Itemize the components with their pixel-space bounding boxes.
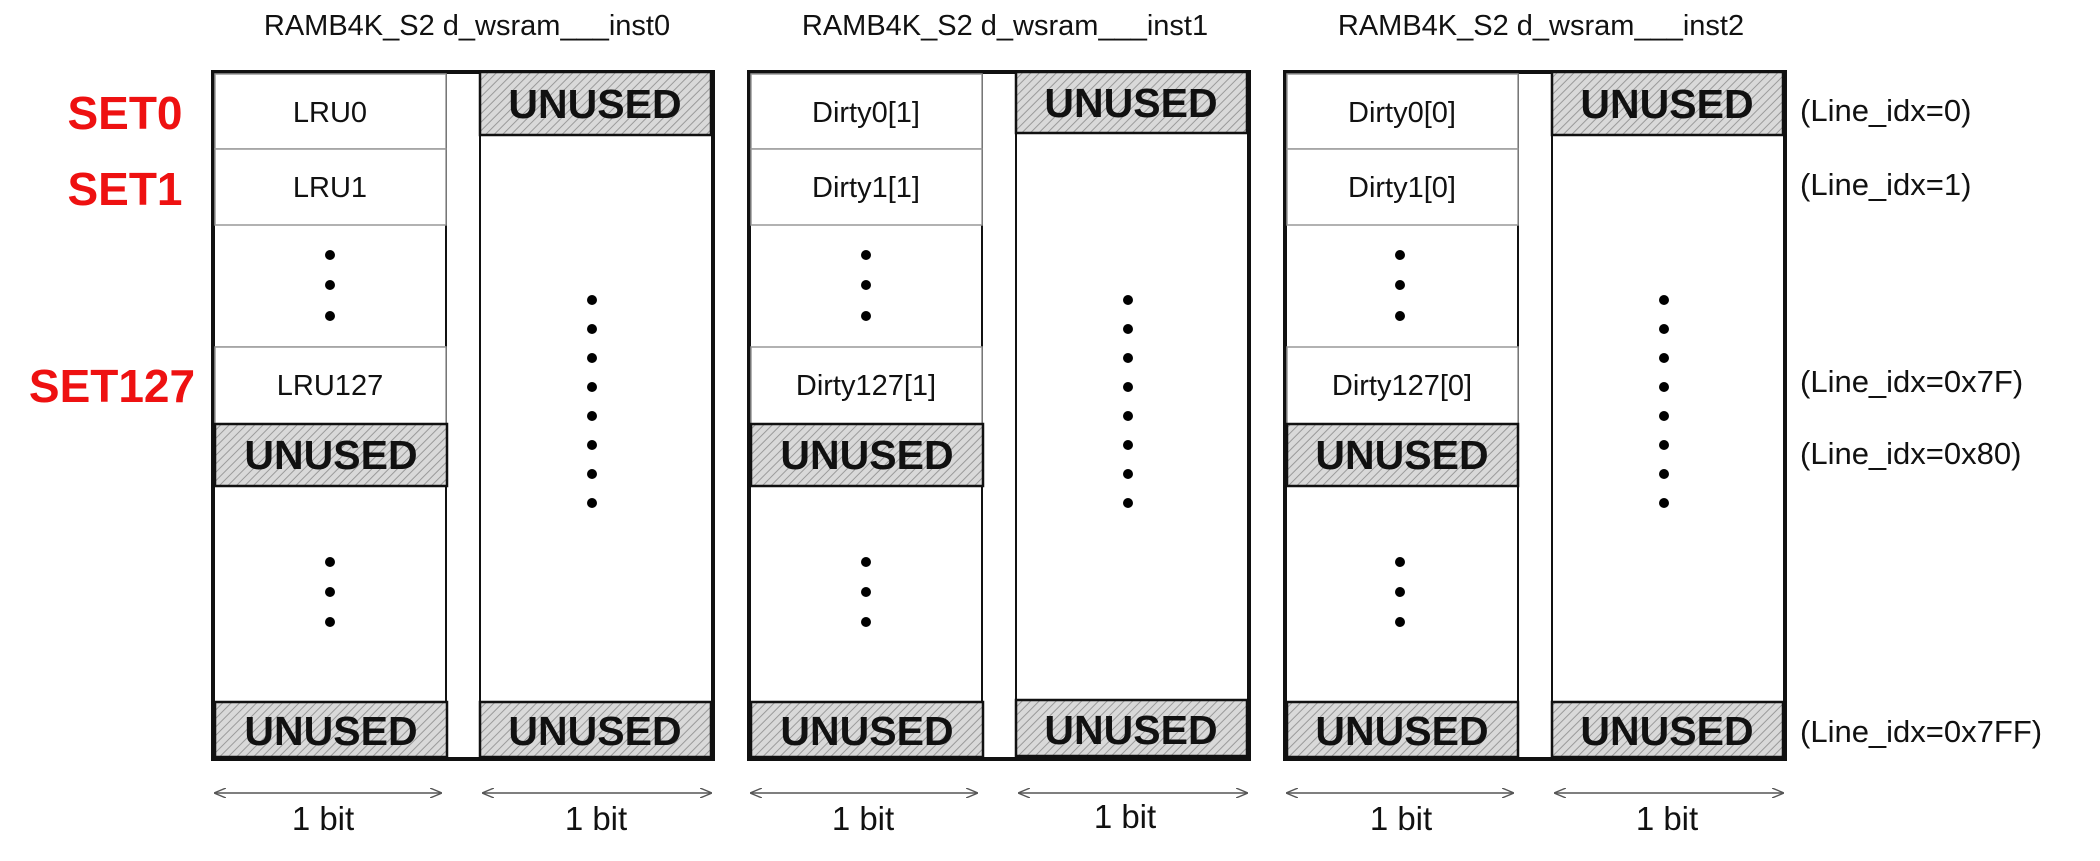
unused-label: UNUSED	[508, 81, 681, 127]
line-idx-1: (Line_idx=1)	[1800, 167, 1971, 202]
ellipsis-lower	[861, 557, 871, 627]
unused-label: UNUSED	[244, 708, 417, 754]
unused-block	[749, 422, 985, 488]
unused-block	[1285, 700, 1520, 759]
line-idx-80: (Line_idx=0x80)	[1800, 436, 2021, 471]
ellipsis-upper	[325, 250, 335, 321]
entry-cell	[750, 346, 983, 425]
entry-cell	[1286, 148, 1519, 226]
bit-label: 1 bit	[1370, 800, 1432, 837]
unused-block	[1014, 70, 1249, 135]
entry-label-127: Dirty127[0]	[1332, 370, 1472, 402]
unused-block	[1285, 422, 1520, 488]
line-idx-0: (Line_idx=0)	[1800, 93, 1971, 128]
line-idx-7ff: (Line_idx=0x7FF)	[1800, 714, 2042, 749]
left-column: LRU0 LRU1 LRU127 UNUSED UNUSED	[213, 73, 449, 759]
line-idx-7f: (Line_idx=0x7F)	[1800, 364, 2023, 399]
bit-label: 1 bit	[565, 800, 627, 837]
set-label-1: SET1	[67, 163, 182, 215]
unused-block	[213, 422, 449, 488]
entry-cell	[750, 73, 983, 150]
right-column: UNUSED UNUSED	[1014, 70, 1249, 758]
bit-label: 1 bit	[292, 800, 354, 837]
unused-label: UNUSED	[1044, 80, 1217, 126]
right-column: UNUSED UNUSED	[478, 70, 713, 759]
unused-block	[213, 700, 449, 759]
unused-label: UNUSED	[780, 432, 953, 478]
entry-label-1: LRU1	[293, 172, 367, 204]
unused-label: UNUSED	[1580, 81, 1753, 127]
ellipsis-lower	[325, 557, 335, 627]
unused-label: UNUSED	[508, 708, 681, 754]
ellipsis-long	[1659, 295, 1669, 508]
set-label-0: SET0	[67, 87, 182, 139]
ellipsis-upper	[1395, 250, 1405, 321]
set-label-127: SET127	[29, 360, 195, 412]
bit-label: 1 bit	[1094, 798, 1156, 835]
unused-label: UNUSED	[1315, 432, 1488, 478]
ellipsis-lower	[1395, 557, 1405, 627]
entry-label-127: LRU127	[277, 370, 383, 402]
ram-instance-2: RAMB4K_S2 d_wsram___inst2 Dirty0[0] Dirt…	[1283, 10, 1787, 837]
entry-label-0: Dirty0[0]	[1348, 97, 1456, 129]
ellipsis-upper	[861, 250, 871, 321]
unused-label: UNUSED	[1044, 707, 1217, 753]
entry-cell	[214, 148, 447, 226]
unused-block	[1550, 70, 1785, 137]
entry-label-0: Dirty0[1]	[812, 97, 920, 129]
entry-label-127: Dirty127[1]	[796, 370, 936, 402]
entry-cell	[750, 148, 983, 226]
unused-label: UNUSED	[244, 432, 417, 478]
unused-block	[478, 70, 713, 137]
ellipsis-long	[587, 295, 597, 508]
ellipsis-long	[1123, 295, 1133, 508]
unused-block	[1550, 700, 1785, 759]
ram-instance-1: RAMB4K_S2 d_wsram___inst1 Dirty0[1] Dirt…	[747, 10, 1251, 837]
left-column: Dirty0[1] Dirty1[1] Dirty127[1] UNUSED U…	[749, 73, 985, 759]
entry-cell	[1286, 73, 1519, 150]
entry-label-1: Dirty1[0]	[1348, 172, 1456, 204]
column-gap	[445, 71, 481, 760]
left-column: Dirty0[0] Dirty1[0] Dirty127[0] UNUSED U…	[1285, 73, 1520, 759]
unused-block	[478, 700, 713, 759]
unused-label: UNUSED	[780, 708, 953, 754]
entry-cell	[1286, 346, 1519, 425]
bit-label: 1 bit	[832, 800, 894, 837]
unused-label: UNUSED	[1315, 708, 1488, 754]
instance-title: RAMB4K_S2 d_wsram___inst2	[1338, 10, 1744, 42]
unused-block	[749, 700, 985, 759]
unused-block	[1014, 698, 1249, 758]
unused-label: UNUSED	[1580, 708, 1753, 754]
entry-label-1: Dirty1[1]	[812, 172, 920, 204]
column-gap	[1517, 71, 1553, 760]
entry-label-0: LRU0	[293, 97, 367, 129]
ram-instance-0: RAMB4K_S2 d_wsram___inst0 LRU0 LRU1 LRU1…	[211, 10, 715, 837]
instance-title: RAMB4K_S2 d_wsram___inst1	[802, 10, 1208, 42]
right-column: UNUSED UNUSED	[1550, 70, 1785, 759]
instance-title: RAMB4K_S2 d_wsram___inst0	[264, 10, 670, 42]
column-gap	[981, 71, 1017, 760]
bit-label: 1 bit	[1636, 800, 1698, 837]
entry-cell	[214, 346, 447, 425]
